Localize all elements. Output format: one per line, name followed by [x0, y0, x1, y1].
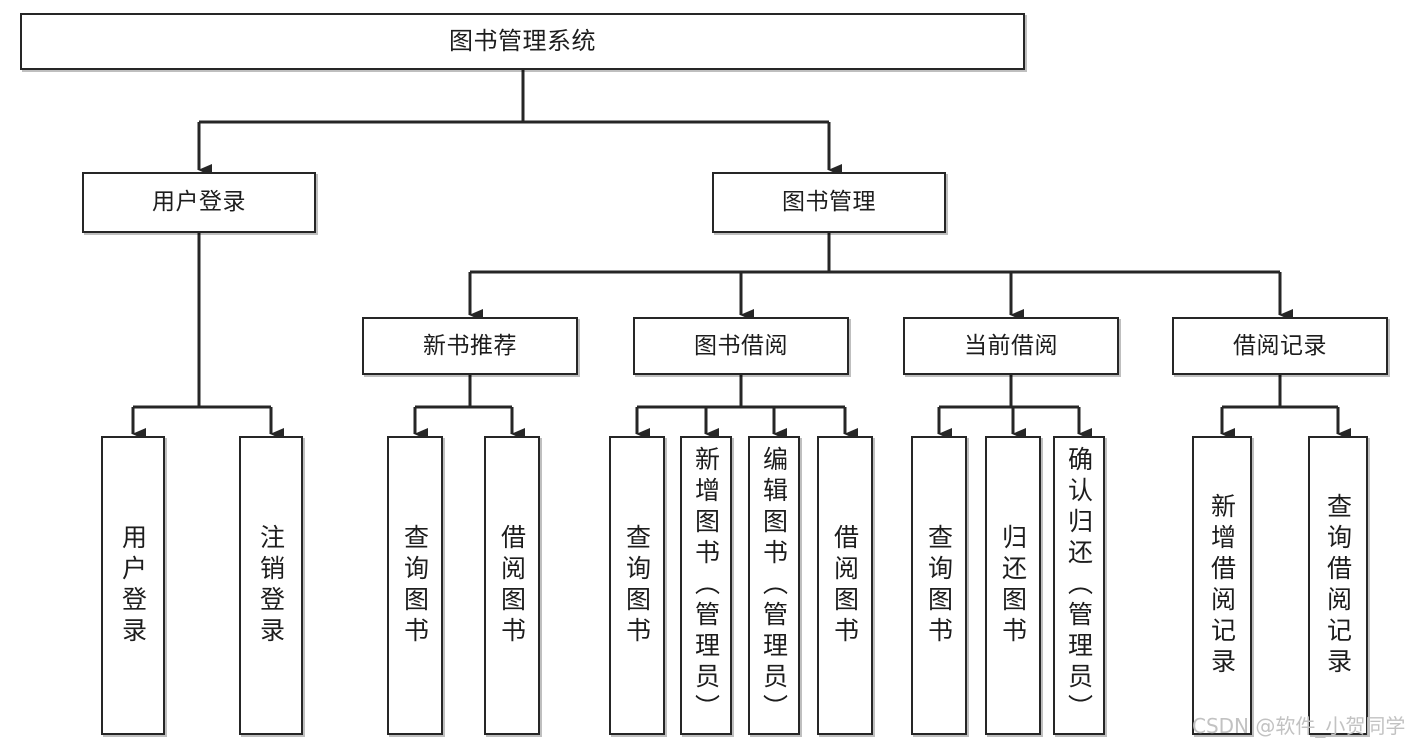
node-borrow-record-label: 借阅记录 — [1233, 332, 1327, 359]
leaf-return-book[interactable]: 归还图书 — [985, 436, 1041, 735]
leaf-query-record[interactable]: 查询借阅记录 — [1308, 436, 1368, 735]
node-user-login[interactable]: 用户登录 — [82, 172, 316, 233]
node-borrow-record[interactable]: 借阅记录 — [1172, 317, 1388, 375]
leaf-query-record-label: 查询借阅记录 — [1323, 492, 1353, 679]
leaf-query-book-rec[interactable]: 查询图书 — [387, 436, 443, 735]
leaf-return-book-label: 归还图书 — [998, 523, 1028, 648]
leaf-add-record-label: 新增借阅记录 — [1207, 492, 1237, 679]
node-book-manage-label: 图书管理 — [782, 189, 876, 216]
leaf-user-logout[interactable]: 注销登录 — [239, 436, 303, 735]
node-current-borrow[interactable]: 当前借阅 — [903, 317, 1119, 375]
leaf-query-book-rec-label: 查询图书 — [400, 523, 430, 648]
leaf-confirm-return-label: 确认归还（管理员） — [1064, 446, 1094, 725]
node-new-book-rec[interactable]: 新书推荐 — [362, 317, 578, 375]
node-book-borrow-label: 图书借阅 — [694, 332, 788, 359]
leaf-edit-book[interactable]: 编辑图书（管理员） — [748, 436, 800, 735]
leaf-query-book-bb[interactable]: 查询图书 — [609, 436, 665, 735]
leaf-add-record[interactable]: 新增借阅记录 — [1192, 436, 1252, 735]
leaf-edit-book-label: 编辑图书（管理员） — [759, 446, 789, 725]
leaf-borrow-book-rec[interactable]: 借阅图书 — [484, 436, 540, 735]
leaf-add-book-label: 新增图书（管理员） — [691, 446, 721, 725]
node-user-login-label: 用户登录 — [152, 189, 246, 216]
leaf-borrow-book-bb[interactable]: 借阅图书 — [817, 436, 873, 735]
leaf-query-book-cb[interactable]: 查询图书 — [911, 436, 967, 735]
leaf-borrow-book-bb-label: 借阅图书 — [830, 523, 860, 648]
node-current-borrow-label: 当前借阅 — [964, 332, 1058, 359]
node-book-borrow[interactable]: 图书借阅 — [633, 317, 849, 375]
node-new-book-rec-label: 新书推荐 — [423, 332, 517, 359]
leaf-user-login[interactable]: 用户登录 — [101, 436, 165, 735]
node-root-label: 图书管理系统 — [449, 26, 596, 55]
leaf-user-logout-label: 注销登录 — [256, 523, 286, 648]
leaf-query-book-bb-label: 查询图书 — [622, 523, 652, 648]
leaf-user-login-label: 用户登录 — [118, 523, 148, 648]
node-book-manage[interactable]: 图书管理 — [712, 172, 946, 233]
node-root[interactable]: 图书管理系统 — [20, 13, 1025, 70]
leaf-confirm-return[interactable]: 确认归还（管理员） — [1053, 436, 1105, 735]
leaf-borrow-book-rec-label: 借阅图书 — [497, 523, 527, 648]
leaf-add-book[interactable]: 新增图书（管理员） — [680, 436, 732, 735]
leaf-query-book-cb-label: 查询图书 — [924, 523, 954, 648]
